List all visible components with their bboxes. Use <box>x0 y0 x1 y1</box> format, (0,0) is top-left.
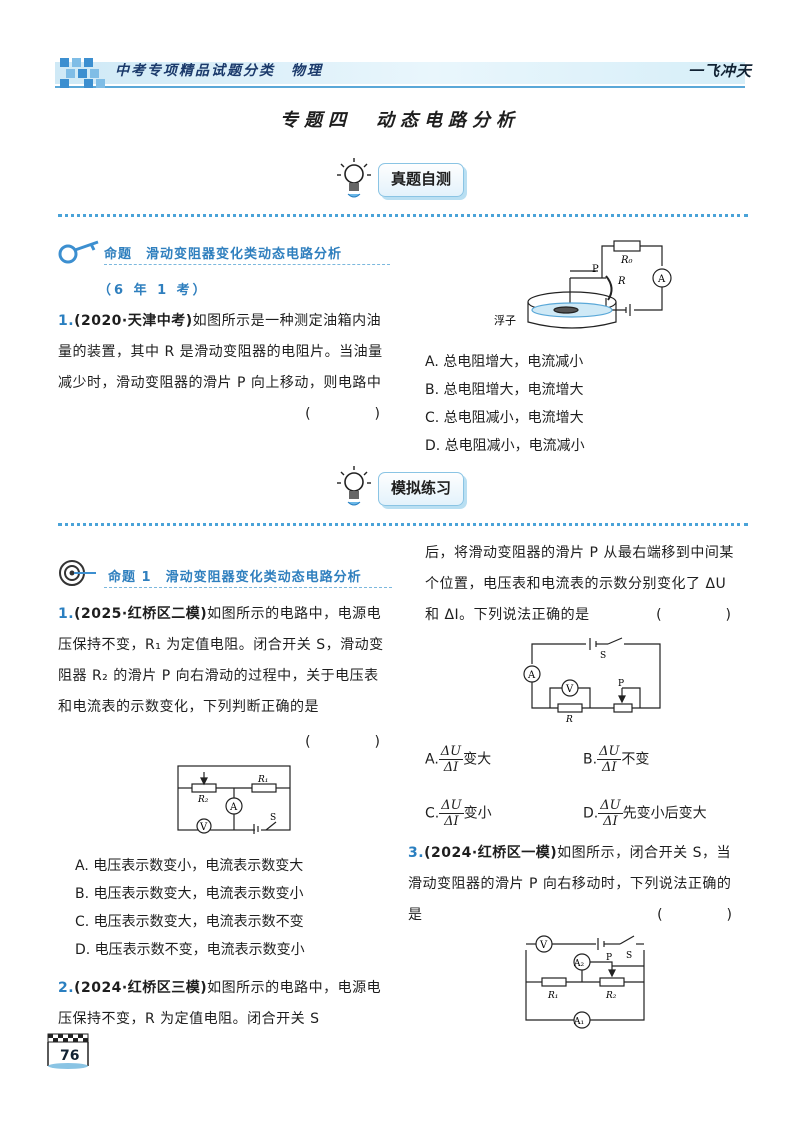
switch-label: S <box>270 813 276 823</box>
series-title: 中考专项精品试题分类 物理 <box>115 63 323 79</box>
target-icon <box>58 558 98 588</box>
command-underline <box>104 264 390 265</box>
command-heading: 命题 1 滑动变阻器变化类动态电路分析 <box>108 570 362 585</box>
r2-label: R₂ <box>197 795 209 805</box>
r0-label: R₀ <box>620 255 633 266</box>
ammeter-label: A <box>527 670 536 681</box>
r-label: R <box>617 276 626 287</box>
options-2020-tianjin: A. 总电阻增大，电流减小 B. 总电阻增大，电流增大 C. 总电阻减小，电流增… <box>425 348 585 460</box>
option-c[interactable]: C. 电压表示数变大，电流表示数不变 <box>75 914 304 930</box>
question-number: 2. <box>58 980 75 996</box>
section-divider <box>58 214 748 217</box>
option-d[interactable]: D. 电压表示数不变，电流表示数变小 <box>75 942 305 958</box>
question-2024-hongqiao-3-continued: 后，将滑动变阻器的滑片 P 从最右端移到中间某个位置，电压表和电流表的示数分别变… <box>425 538 743 631</box>
voltmeter-label: V <box>565 684 574 695</box>
key-icon <box>58 238 102 266</box>
frequency-note: （6 年 1 考） <box>98 283 209 298</box>
p-label: P <box>606 953 612 963</box>
question-source: (2024·红桥区一模) <box>424 845 558 861</box>
question-source: (2024·红桥区三模) <box>74 980 208 996</box>
question-2020-tianjin: 1.(2020·天津中考)如图所示是一种测定油箱内油量的装置，其中 R 是滑动变… <box>58 306 392 430</box>
lightbulb-icon <box>336 156 372 202</box>
option-a[interactable]: A. 电压表示数变小，电流表示数变大 <box>75 858 304 874</box>
header-band <box>55 62 745 84</box>
answer-bracket: ( ) <box>657 907 744 923</box>
ammeter-a1-label: A₁ <box>573 1017 584 1027</box>
float-label: 浮子 <box>494 314 516 327</box>
brand-logo: 一飞冲天 <box>687 62 752 80</box>
lightbulb-icon <box>336 464 372 510</box>
options-2025-hongqiao: A. 电压表示数变小，电流表示数变大 B. 电压表示数变大，电流表示数变小 C.… <box>75 852 305 964</box>
option-d[interactable]: D. 总电阻减小，电流减小 <box>425 438 585 454</box>
circuit-figure-q1: R₂ R₁ A V S <box>170 758 300 838</box>
switch-label: S <box>600 651 606 661</box>
answer-bracket: ( ) <box>305 406 392 422</box>
voltmeter-label: V <box>539 940 548 951</box>
ammeter-label: A <box>229 802 238 813</box>
question-text-left: 如图所示的电路中，电源电压保持不变，R 为定值电阻。闭合开关 S <box>58 980 382 1027</box>
option-c[interactable]: C. 总电阻减小，电流增大 <box>425 410 584 426</box>
answer-bracket: ( ) <box>656 607 743 623</box>
question-number: 3. <box>408 845 425 861</box>
page-flag-icon <box>44 1030 94 1070</box>
header-rule <box>55 86 745 88</box>
question-2024-hongqiao-1: 3.(2024·红桥区一模)如图所示，闭合开关 S，当滑动变阻器的滑片 P 向右… <box>408 838 744 931</box>
section-badge-practice: 模拟练习 <box>378 472 465 506</box>
option-b[interactable]: B. 总电阻增大，电流增大 <box>425 382 584 398</box>
switch-label: S <box>626 951 632 961</box>
option-a[interactable]: A. 总电阻增大，电流减小 <box>425 354 584 370</box>
oil-tank-figure: 浮子 R₀ R P A <box>494 238 684 338</box>
circuit-figure-q3: V A₂ A₁ S P R₁ R₂ <box>516 930 666 1035</box>
question-number: 1. <box>58 606 75 622</box>
question-text: 如图所示，闭合开关 S，当滑动变阻器的滑片 P 向右移动时，下列说法正确的是 <box>408 845 732 923</box>
question-source: (2020·天津中考) <box>74 313 193 329</box>
circuit-figure-q2: A V S P R <box>518 636 668 726</box>
option-b[interactable]: B. 电压表示数变大，电流表示数变小 <box>75 886 304 902</box>
r1-label: R₁ <box>547 991 558 1001</box>
section-badge-real-exam: 真题自测 <box>378 163 465 197</box>
command-underline <box>104 587 392 588</box>
question-2025-hongqiao: 1.(2025·红桥区二模)如图所示的电路中，电源电压保持不变，R₁ 为定值电阻… <box>58 599 392 758</box>
voltmeter-label: V <box>199 822 208 833</box>
command-heading: 命题 滑动变阻器变化类动态电路分析 <box>104 247 343 262</box>
question-text-right: 后，将滑动变阻器的滑片 P 从最右端移到中间某个位置，电压表和电流表的示数分别变… <box>425 545 734 623</box>
answer-bracket: ( ) <box>305 734 392 750</box>
topic-title: 专题四 动态电路分析 <box>280 110 520 131</box>
r1-label: R₁ <box>257 775 268 785</box>
question-text: 如图所示是一种测定油箱内油量的装置，其中 R 是滑动变阻器的电阻片。当油量减少时… <box>58 313 383 391</box>
p-label: P <box>618 679 624 689</box>
question-text: 如图所示的电路中，电源电压保持不变，R₁ 为定值电阻。闭合开关 S，滑动变阻器 … <box>58 606 384 715</box>
header-squares-icon <box>60 58 110 88</box>
ammeter-label: A <box>657 274 666 285</box>
r-label: R <box>565 715 573 725</box>
page-number: 76 <box>60 1048 80 1064</box>
ammeter-a2-label: A₂ <box>573 959 584 969</box>
p-label: P <box>592 264 599 275</box>
question-source: (2025·红桥区二模) <box>74 606 208 622</box>
section-divider <box>58 523 748 526</box>
r2-label: R₂ <box>605 991 617 1001</box>
question-2024-hongqiao-3: 2.(2024·红桥区三模)如图所示的电路中，电源电压保持不变，R 为定值电阻。… <box>58 973 392 1035</box>
question-number: 1. <box>58 313 75 329</box>
